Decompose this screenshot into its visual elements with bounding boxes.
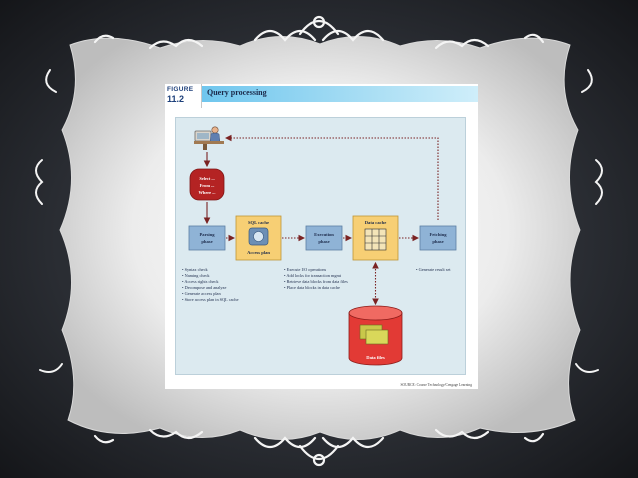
sql-statement-box: Select ... From ... Where ... xyxy=(189,168,225,201)
sql-cache-title: SQL cache xyxy=(248,220,269,225)
list-item: • Generate result set xyxy=(416,267,451,272)
ornament-sides xyxy=(35,69,603,373)
list-item: • Generate access plan xyxy=(182,291,221,296)
list-item: • Store access plan in SQL cache xyxy=(182,297,239,302)
fetching-phase-line1: Fetching xyxy=(429,232,447,237)
list-item: • Retrieve data blocks from data files xyxy=(284,279,348,284)
list-item: • Syntax check xyxy=(182,267,208,272)
query-processing-diagram: Select ... From ... Where ... Parsing ph… xyxy=(182,126,457,366)
sql-line-where: Where ... xyxy=(199,190,216,195)
database-cylinder-icon: Data files xyxy=(348,305,403,366)
figure-header: FIGURE 11.2 Query processing xyxy=(165,84,478,108)
execution-phase-box: Execution phase xyxy=(305,225,343,251)
result-return-arrow xyxy=(224,134,439,220)
parsing-phase-line1: Parsing xyxy=(199,232,215,237)
execution-phase-line2: phase xyxy=(318,239,329,244)
data-files-label: Data files xyxy=(366,355,385,360)
figure-panel: FIGURE 11.2 Query processing xyxy=(165,84,478,389)
sql-cache-box: SQL cache Access plan xyxy=(235,215,282,261)
ornament-bottom xyxy=(93,428,545,467)
figure-label: FIGURE xyxy=(167,86,194,93)
list-item: • Add locks for transaction mgmt xyxy=(284,273,342,278)
list-item: • Place data blocks in data cache xyxy=(284,285,340,290)
source-note: SOURCE: Course Technology/Cengage Learni… xyxy=(400,383,472,387)
parsing-phase-box: Parsing phase xyxy=(188,225,226,251)
list-item: • Decompose and analyze xyxy=(182,285,226,290)
list-item: • Naming check xyxy=(182,273,210,278)
fetching-phase-line2: phase xyxy=(432,239,443,244)
parsing-steps-list: • Syntax check • Naming check • Access r… xyxy=(182,267,239,302)
sql-line-select: Select ... xyxy=(199,176,214,181)
list-item: • Execute I/O operations xyxy=(284,267,327,272)
data-cache-title: Data cache xyxy=(365,220,387,225)
fetching-phase-box: Fetching phase xyxy=(419,225,457,251)
data-cache-box: Data cache xyxy=(352,215,399,261)
ornament-top xyxy=(93,15,545,50)
diagram-area: Select ... From ... Where ... Parsing ph… xyxy=(175,117,466,375)
user-at-computer-icon xyxy=(194,126,224,150)
figure-title: Query processing xyxy=(207,88,267,97)
list-item: • Access rights check xyxy=(182,279,219,284)
execution-phase-line1: Execution xyxy=(314,232,334,237)
access-plan-caption: Access plan xyxy=(247,250,270,255)
sql-line-from: From ... xyxy=(200,183,215,188)
fetching-steps-list: • Generate result set xyxy=(416,267,451,272)
parsing-phase-line2: phase xyxy=(201,239,212,244)
figure-label-box: FIGURE 11.2 xyxy=(165,84,202,108)
figure-title-bar: Query processing xyxy=(202,86,478,102)
execution-steps-list: • Execute I/O operations • Add locks for… xyxy=(284,267,348,290)
data-cache-grid-icon xyxy=(364,228,387,251)
figure-number: 11.2 xyxy=(167,94,185,104)
